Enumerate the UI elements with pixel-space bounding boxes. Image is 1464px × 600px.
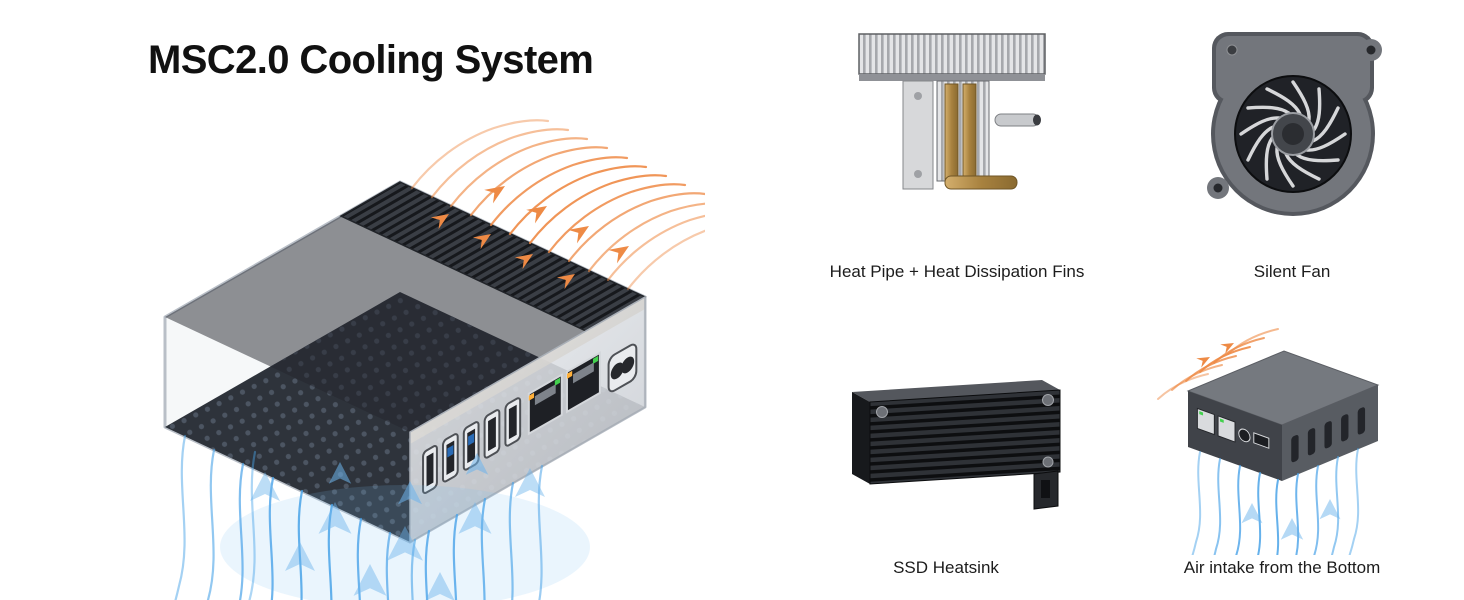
feature-caption-ssd-heatsink: SSD Heatsink <box>893 558 999 577</box>
usb-port <box>423 445 437 495</box>
fin-base-plate <box>859 74 1045 81</box>
hdmi-port <box>505 397 520 447</box>
screw-hole <box>914 92 922 100</box>
usb-port <box>443 433 458 483</box>
section-title: MSC2.0 Cooling System <box>148 38 594 82</box>
vent-slots <box>1291 407 1366 463</box>
screw <box>1226 44 1238 56</box>
screw <box>1042 456 1054 468</box>
ethernet-port <box>567 353 600 412</box>
feature-caption-silent-fan: Silent Fan <box>1253 262 1331 281</box>
ethernet-port <box>1217 415 1236 443</box>
interior-panel <box>165 216 586 432</box>
mounting-tab <box>1360 39 1382 61</box>
fin-array <box>858 33 1046 75</box>
main-device-illustration <box>147 119 705 600</box>
ethernet-port <box>1196 407 1215 436</box>
feature-caption-bottom-intake: Air intake from the Bottom <box>1183 558 1381 577</box>
ethernet-port <box>529 375 562 434</box>
heatsink-top <box>852 380 1060 402</box>
pipe-outlet <box>994 113 1041 127</box>
usb-port <box>1253 432 1270 449</box>
feature-caption-heat-pipe: Heat Pipe + Heat Dissipation Fins <box>829 262 1085 281</box>
power-inlet <box>609 342 637 394</box>
ssd-heatsink-image <box>852 380 1061 510</box>
screw <box>1042 394 1054 406</box>
silent-fan-image <box>1207 32 1382 216</box>
heatsink-end <box>852 392 870 484</box>
mounting-tab <box>1207 177 1229 199</box>
screw-hole <box>914 170 922 178</box>
dc-jack <box>1238 428 1251 443</box>
bottom-intake-image <box>1157 328 1380 555</box>
heatsink-body <box>869 389 1061 485</box>
hdmi-port <box>485 409 500 459</box>
heat-pipe <box>944 83 1018 190</box>
cool-air-arrows <box>1241 499 1341 540</box>
fan-blades <box>1239 80 1347 188</box>
screw <box>876 406 888 418</box>
heat-pipe-fins-image <box>858 33 1046 190</box>
mounting-clip <box>1033 470 1059 510</box>
